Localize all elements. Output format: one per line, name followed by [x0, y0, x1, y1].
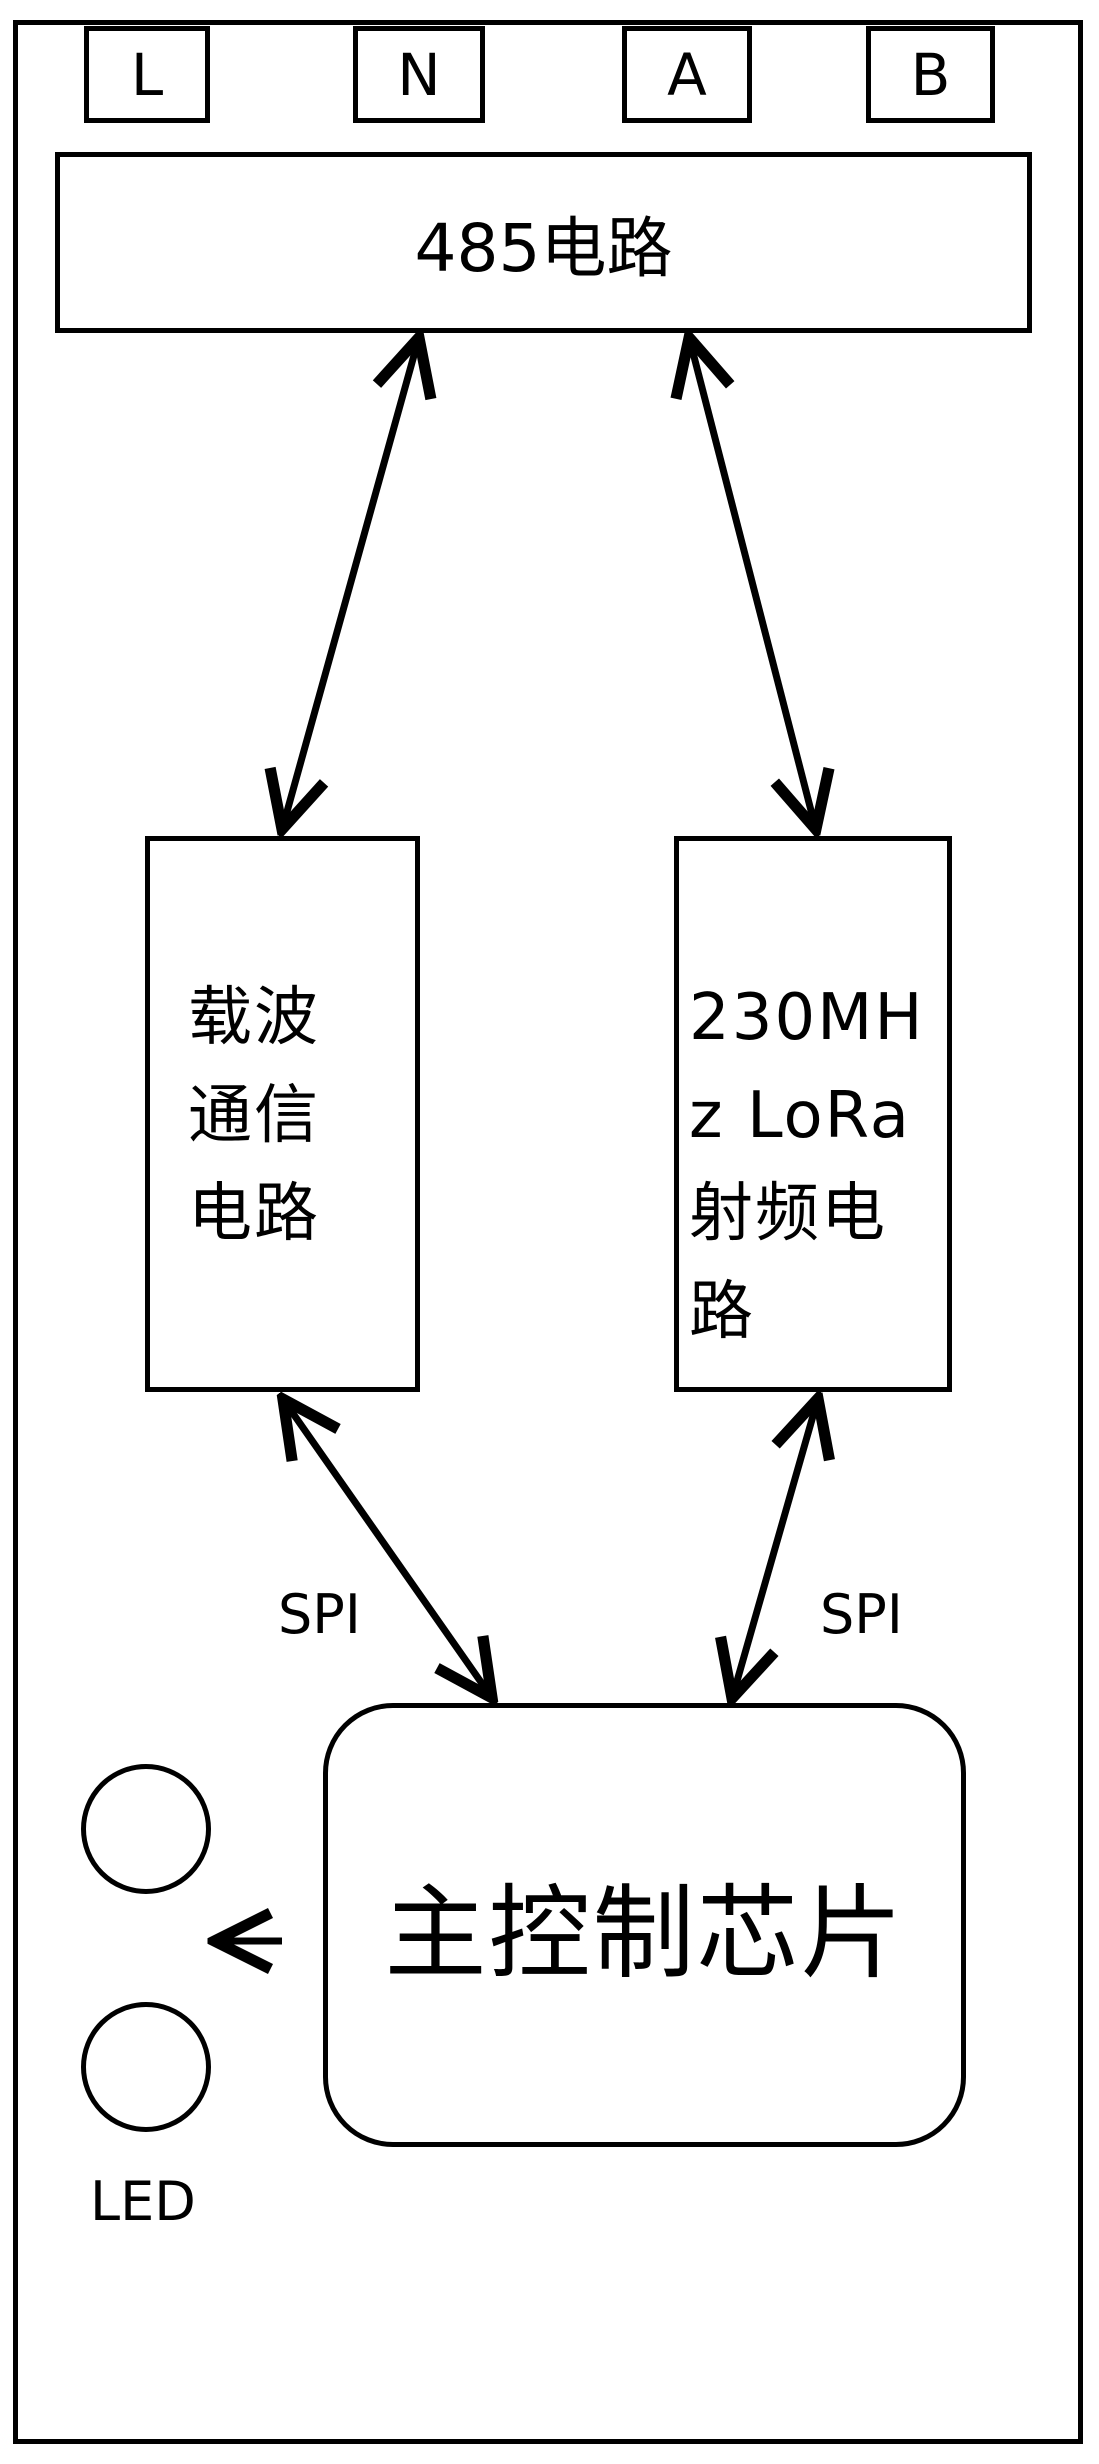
- arrow-485-carrier: [283, 341, 418, 826]
- arrow-485-lora: [690, 341, 815, 826]
- led-label: LED: [90, 2170, 196, 2233]
- circuit-485-box: 485电路: [55, 152, 1032, 333]
- arrow-carrier-chip: [285, 1402, 490, 1695]
- arrow-lora-chip: [733, 1402, 817, 1695]
- device-enclosure: [13, 20, 1083, 2444]
- led-indicator-1: [81, 1764, 211, 1894]
- terminal-n: N: [353, 26, 485, 123]
- main-control-chip: 主控制芯片: [323, 1703, 966, 2147]
- terminal-a: A: [622, 26, 752, 123]
- carrier-circuit-label: 载波通信电路: [188, 981, 320, 1251]
- terminal-b: B: [866, 26, 995, 123]
- terminal-l: L: [84, 26, 210, 123]
- lora-circuit-box: 230MHz LoRa射频电路: [674, 836, 952, 1392]
- carrier-circuit-box: 载波通信电路: [145, 836, 420, 1392]
- lora-circuit-label: 230MHz LoRa射频电路: [689, 981, 925, 1349]
- led-indicator-2: [81, 2002, 211, 2132]
